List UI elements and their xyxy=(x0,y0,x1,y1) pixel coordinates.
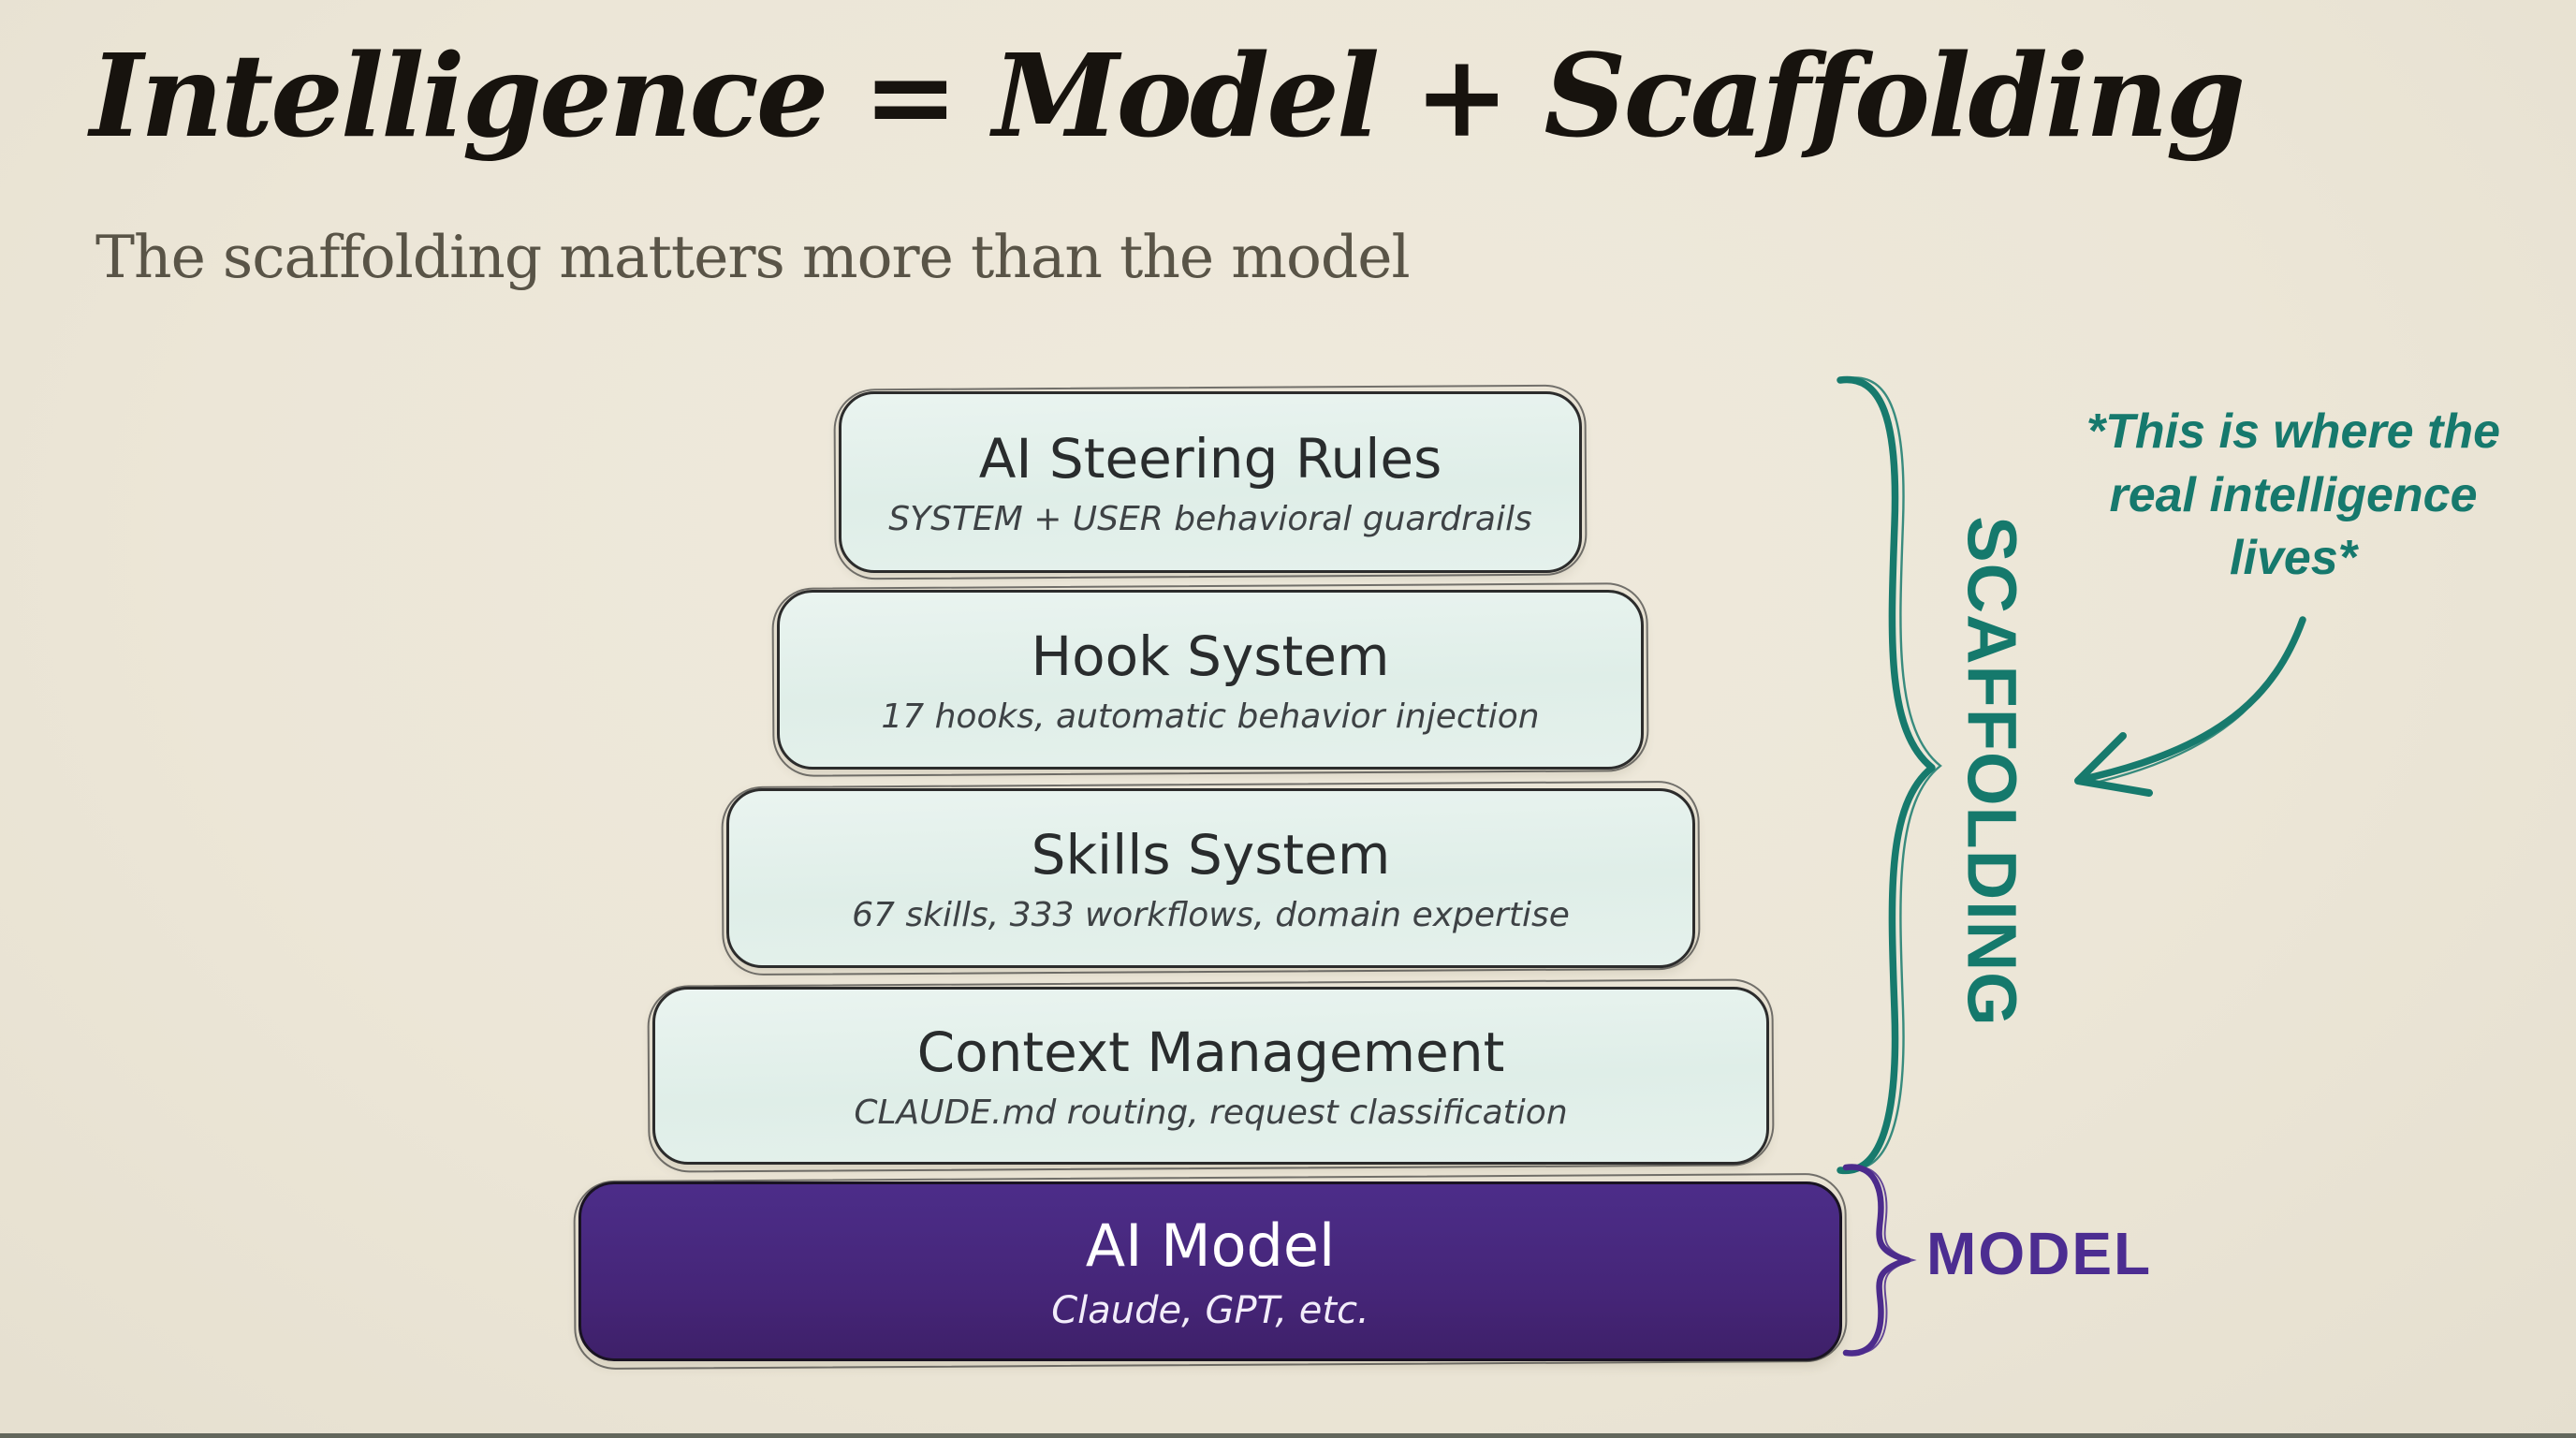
stack-box-skills-system: Skills System 67 skills, 333 workflows, … xyxy=(726,788,1695,968)
box-subtitle: 67 skills, 333 workflows, domain experti… xyxy=(852,895,1570,934)
box-subtitle: SYSTEM + USER behavioral guardrails xyxy=(888,499,1532,538)
stack-box-ai-model: AI Model Claude, GPT, etc. xyxy=(578,1181,1842,1361)
annotation-arrowhead xyxy=(2074,732,2153,797)
annotation-arrow-echo xyxy=(2086,624,2301,786)
page-title: Intelligence = Model + Scaffolding xyxy=(90,28,2246,163)
page-subtitle: The scaffolding matters more than the mo… xyxy=(95,223,1411,291)
note-line: real intelligence xyxy=(2109,467,2478,522)
box-title: Skills System xyxy=(1031,822,1391,887)
box-title: Context Management xyxy=(916,1020,1505,1084)
box-title: Hook System xyxy=(1031,624,1390,688)
stack-box-ai-steering-rules: AI Steering Rules SYSTEM + USER behavior… xyxy=(839,391,1582,573)
box-title: AI Steering Rules xyxy=(978,426,1442,491)
box-title: AI Model xyxy=(1085,1211,1336,1280)
stack-box-hook-system: Hook System 17 hooks, automatic behavior… xyxy=(777,590,1644,770)
model-brace xyxy=(1842,1164,1911,1357)
box-subtitle: Claude, GPT, etc. xyxy=(1051,1288,1369,1332)
bottom-edge xyxy=(0,1433,2576,1438)
note-line: *This is where the xyxy=(2086,404,2501,459)
scaffolding-label: SCAFFOLDING xyxy=(1953,516,2031,1027)
intelligence-note: *This is where the real intelligence liv… xyxy=(2041,401,2546,591)
annotation-arrow xyxy=(2076,616,2306,784)
model-label: MODEL xyxy=(1926,1220,2153,1287)
box-subtitle: 17 hooks, automatic behavior injection xyxy=(881,697,1540,736)
stack-box-context-management: Context Management CLAUDE.md routing, re… xyxy=(652,987,1769,1165)
note-line: lives* xyxy=(2230,531,2357,586)
box-subtitle: CLAUDE.md routing, request classificatio… xyxy=(854,1093,1568,1132)
model-brace-echo xyxy=(1851,1166,1917,1355)
scaffolding-brace xyxy=(1837,375,1936,1175)
scaffolding-brace-echo xyxy=(1847,376,1942,1170)
